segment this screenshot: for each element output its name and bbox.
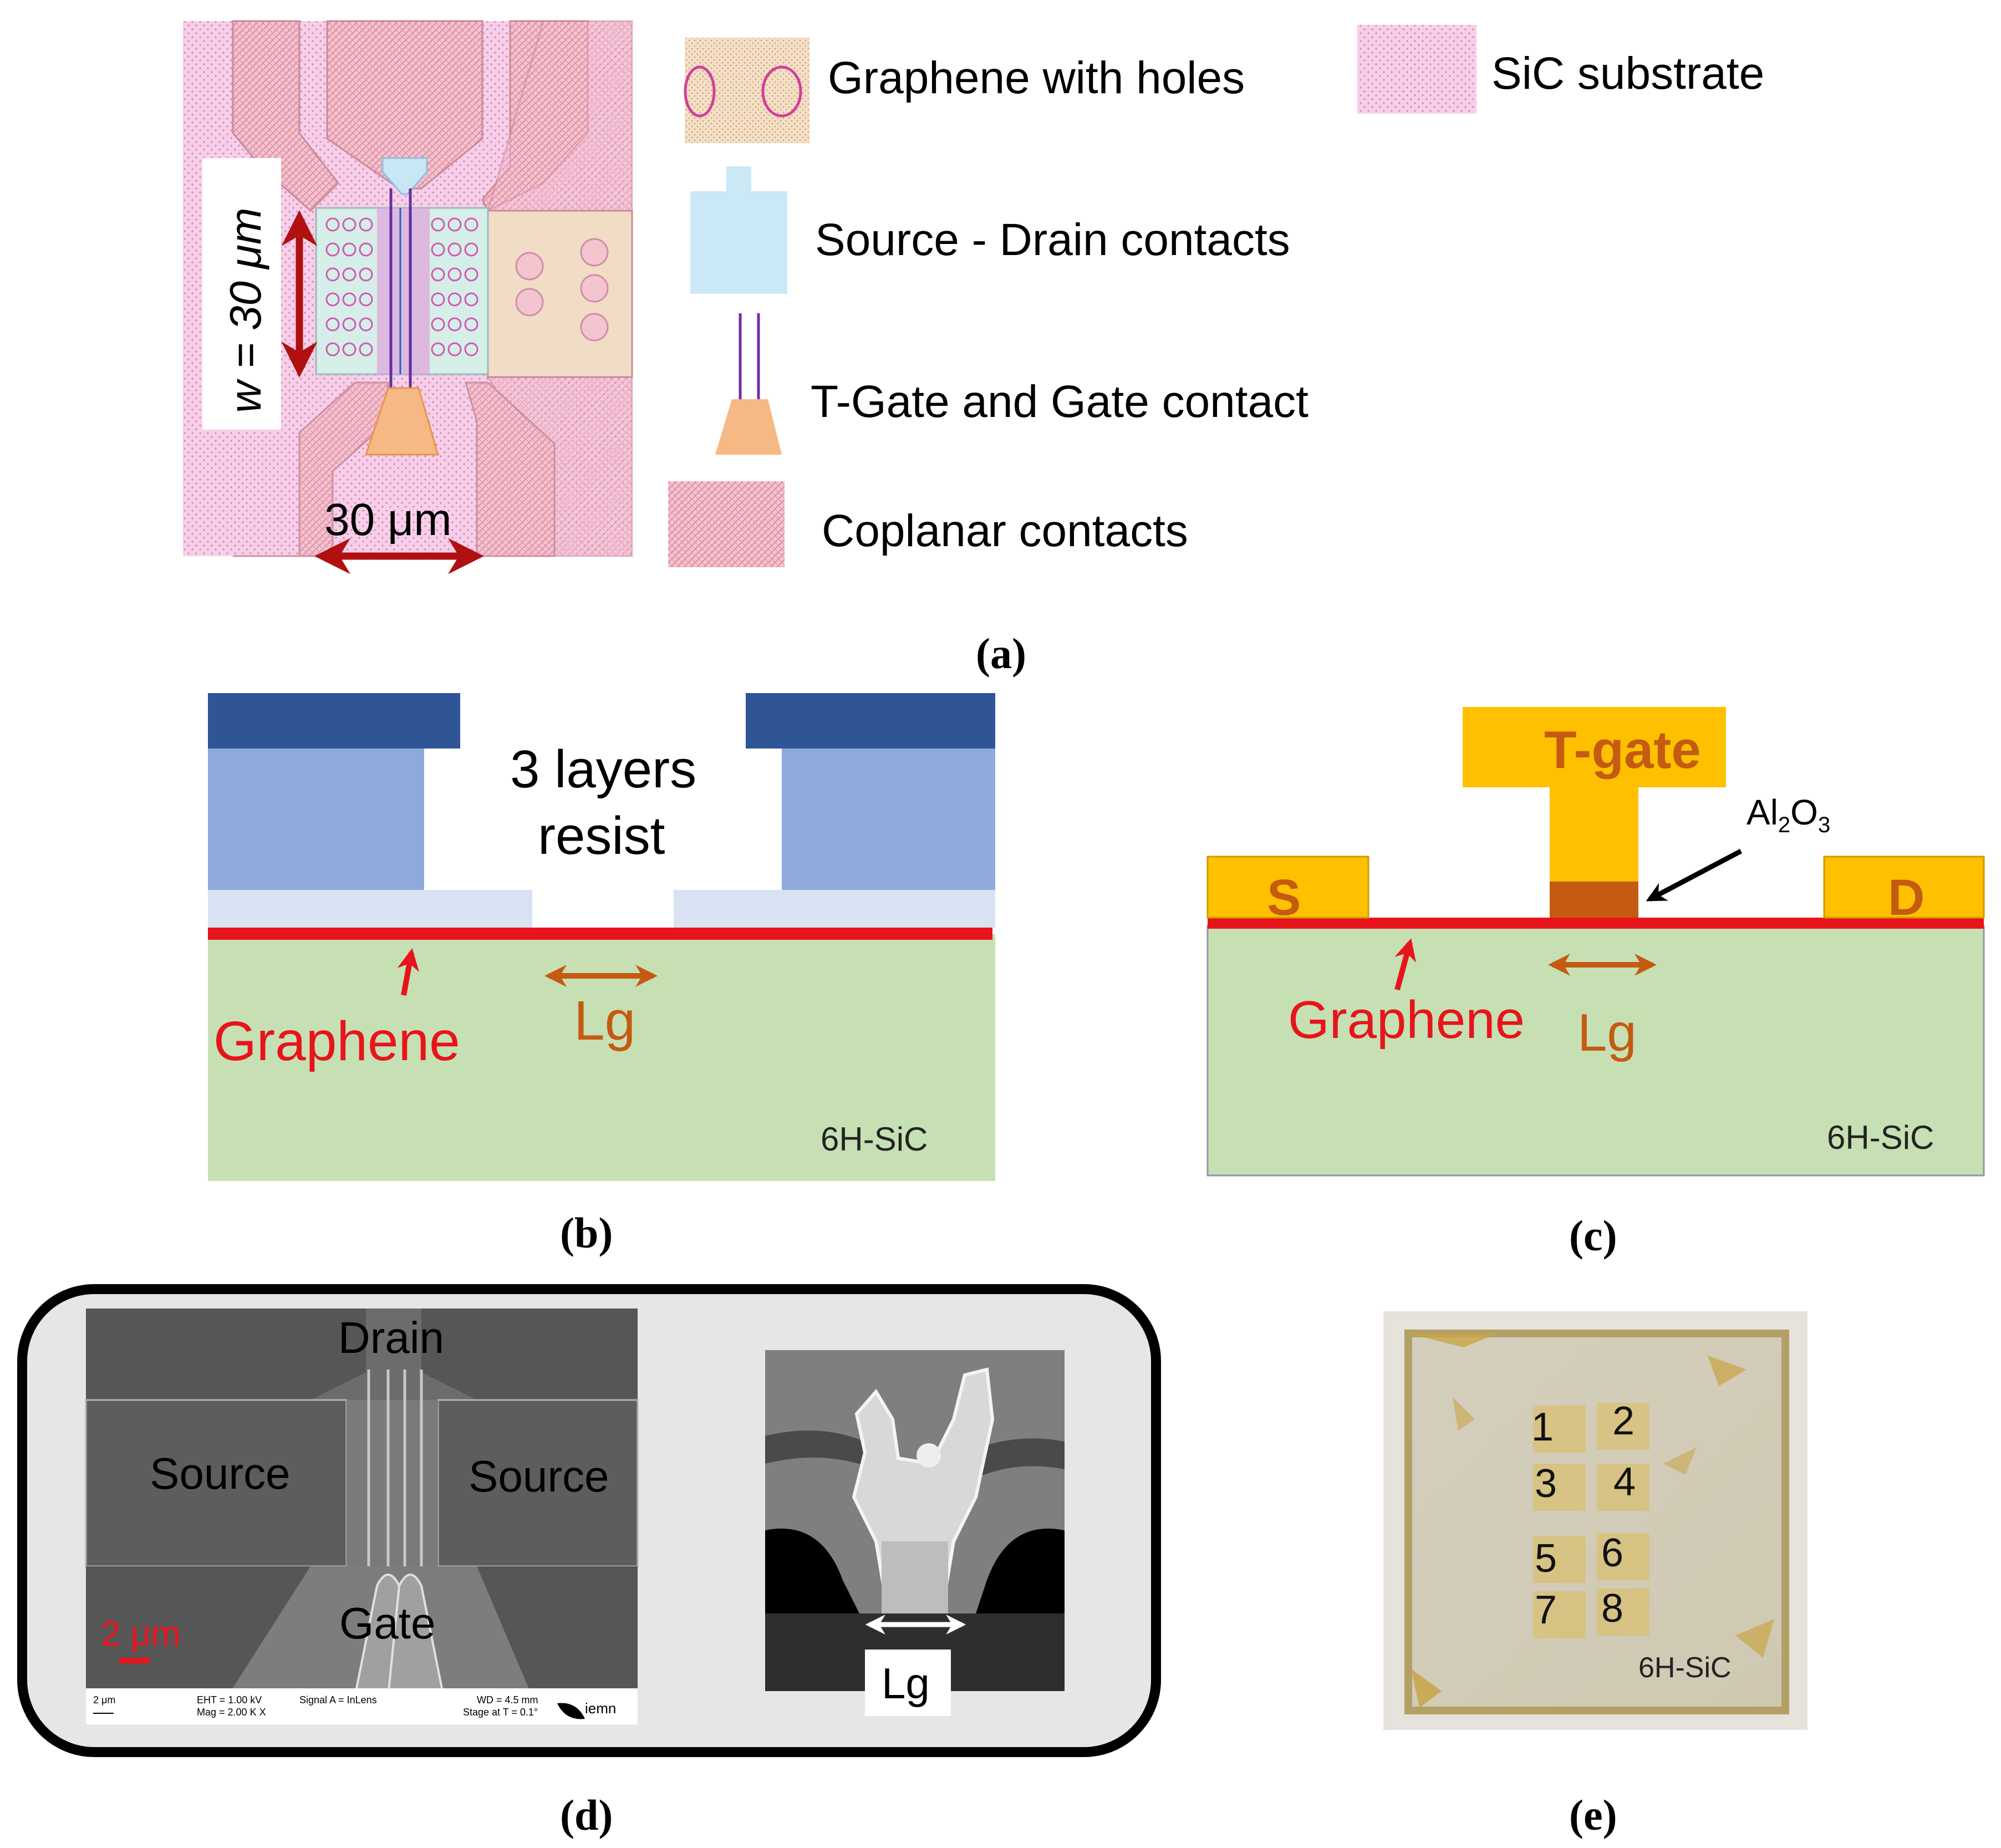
- lg-label: Lg: [1577, 1003, 1637, 1062]
- device-8-label: 8: [1601, 1586, 1623, 1631]
- lg-label: Lg: [574, 990, 635, 1052]
- graphene-layer: [208, 928, 992, 940]
- tgate-head: [1463, 707, 1726, 787]
- scale-label: 2 μm: [101, 1613, 181, 1653]
- sem-stage: Stage at T = 0.1°: [463, 1707, 538, 1718]
- device-1-label: 1: [1531, 1405, 1554, 1449]
- substrate-label: 6H-SiC: [821, 1121, 928, 1158]
- legend-source-drain-label: Source - Drain contacts: [815, 215, 1290, 265]
- lg-label: Lg: [882, 1659, 930, 1708]
- legend-tgate-label: T-Gate and Gate contact: [811, 376, 1308, 427]
- legend-graphene-holes: Graphene with holes: [684, 38, 1245, 143]
- graphene-label: Graphene: [1288, 990, 1525, 1050]
- device-pads: [1533, 1403, 1649, 1638]
- graphene-layer: [1208, 918, 1984, 929]
- panel-b: 3 layers resist Graphene Lg 6H-SiC (b): [208, 693, 995, 1257]
- sem-top-view: Drain Source Source Gate 2 μm 2 μm EHT =…: [85, 1309, 639, 1724]
- resist-mid-right: [782, 749, 995, 890]
- sem-scale-small: 2 μm: [93, 1694, 115, 1706]
- legend-source-drain: Source - Drain contacts: [690, 166, 1290, 294]
- graphene-arrow: [1394, 938, 1416, 991]
- resist-bottom-left: [208, 890, 532, 928]
- resist-top-right: [746, 693, 995, 749]
- legend-coplanar-label: Coplanar contacts: [822, 506, 1188, 556]
- device-5-label: 5: [1535, 1536, 1557, 1581]
- sem-wd: WD = 4.5 mm: [477, 1694, 538, 1706]
- sem-eht: EHT = 1.00 kV: [197, 1694, 262, 1706]
- panel-d: Drain Source Source Gate 2 μm 2 μm EHT =…: [17, 1284, 1161, 1839]
- length-label: 30 μm: [324, 495, 452, 545]
- device-4-label: 4: [1613, 1460, 1636, 1504]
- legend-sic-substrate: SiC substrate: [1357, 25, 1764, 114]
- drain-contact: [1823, 856, 1985, 919]
- graphene-label: Graphene: [213, 1010, 460, 1072]
- panel-e-caption: (e): [1569, 1791, 1617, 1839]
- legend-coplanar: Coplanar contacts: [668, 481, 1188, 567]
- sem-mag: Mag = 2.00 K X: [197, 1707, 266, 1718]
- device-6-label: 6: [1601, 1531, 1623, 1575]
- panel-b-caption: (b): [560, 1209, 613, 1257]
- drain-label: Drain: [338, 1313, 444, 1362]
- graphene-arrow: [397, 948, 419, 996]
- sic-chip: [1404, 1330, 1789, 1714]
- device-3-label: 3: [1535, 1462, 1557, 1506]
- resist-bottom-right: [674, 890, 995, 928]
- gate-label: Gate: [339, 1598, 435, 1648]
- device-7-label: 7: [1535, 1588, 1557, 1632]
- resist-mid-left: [208, 749, 424, 890]
- oxide-label: Al2O3: [1747, 792, 1830, 837]
- panel-a-caption: (a): [976, 629, 1026, 678]
- width-label-box: [202, 158, 281, 430]
- oxide-arrow: [1646, 849, 1743, 902]
- lg-label-box: [865, 1650, 951, 1716]
- substrate-label: 6H-SiC: [1638, 1652, 1732, 1684]
- source-left-label: Source: [150, 1449, 290, 1498]
- device-2-label: 2: [1612, 1399, 1635, 1443]
- panel-c: S D T-gate Al2O3 Graphene Lg 6H-SiC (c): [1206, 707, 1985, 1260]
- tgate-label: T-gate: [1544, 720, 1701, 780]
- oxide-layer: [1550, 882, 1638, 918]
- legend-tgate: T-Gate and Gate contact: [715, 313, 1308, 455]
- resist-label-line1: 3 layers: [510, 740, 696, 799]
- sem-cross-section: Lg: [765, 1350, 1065, 1716]
- panel-c-caption: (c): [1569, 1211, 1617, 1260]
- iemn-logo-icon: [557, 1703, 585, 1719]
- sem-signal: Signal A = InLens: [299, 1694, 377, 1706]
- legend: Graphene with holes SiC substrate Source…: [668, 25, 1764, 567]
- source-contact: [1206, 856, 1369, 919]
- panel-e: 1 2 3 4 5 6 7 8 6H-SiC (e): [1383, 1311, 1807, 1839]
- panel-d-caption: (d): [560, 1791, 613, 1839]
- panel-a: w = 30 μm 30 μm Graphene with holes SiC …: [183, 20, 1764, 678]
- drain-label: D: [1888, 869, 1924, 926]
- substrate-label: 6H-SiC: [1827, 1119, 1934, 1156]
- resist-top-left: [208, 693, 460, 749]
- device-layout: w = 30 μm 30 μm: [183, 20, 633, 574]
- sem-info-bar: 2 μm EHT = 1.00 kV Mag = 2.00 K X Signal…: [93, 1694, 616, 1719]
- source-right-label: Source: [469, 1452, 609, 1501]
- legend-graphene-holes-label: Graphene with holes: [828, 53, 1245, 103]
- width-label: w = 30 μm: [221, 207, 270, 413]
- tgate-stem: [1550, 787, 1638, 882]
- resist-label-line2: resist: [538, 806, 665, 866]
- legend-sic-substrate-label: SiC substrate: [1491, 48, 1764, 99]
- source-label: S: [1267, 869, 1301, 926]
- sem-logo: iemn: [585, 1700, 616, 1717]
- graphene-holes-pattern: [325, 217, 478, 357]
